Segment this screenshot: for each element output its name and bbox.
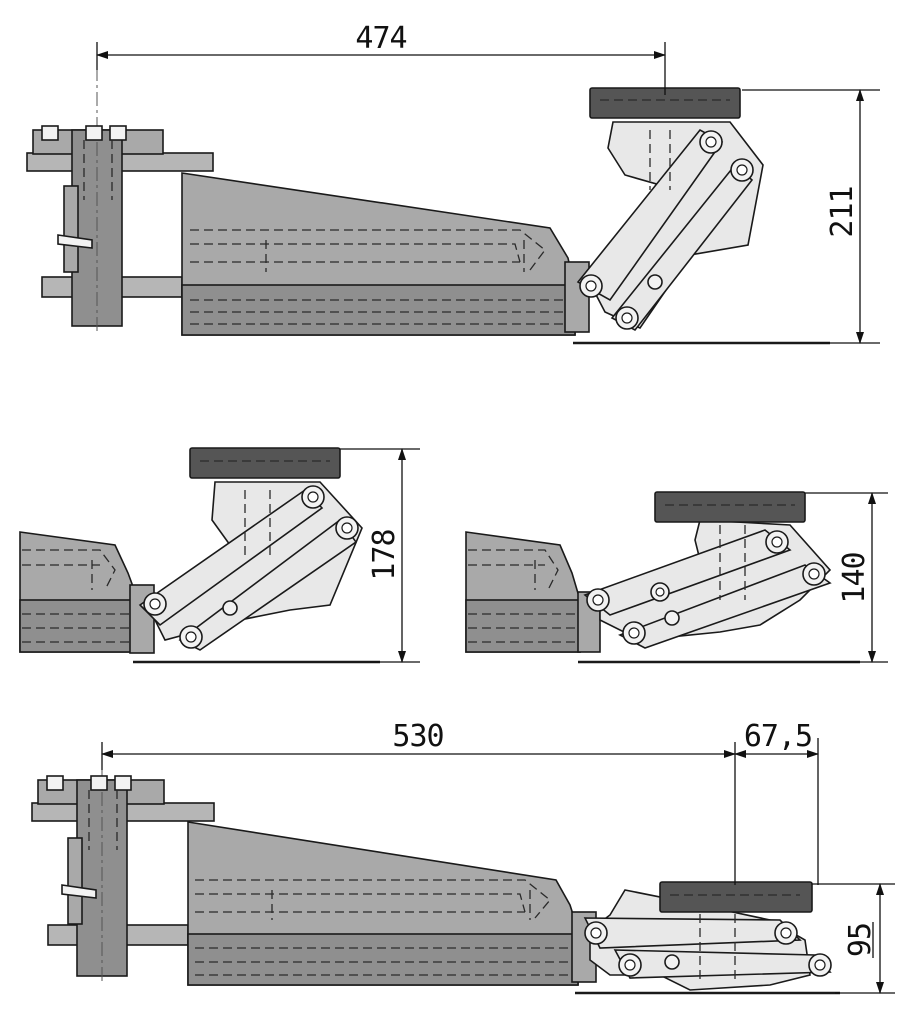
linkage-arm bbox=[583, 889, 832, 991]
main-body bbox=[19, 531, 155, 654]
dimension-label: 474 bbox=[355, 21, 406, 56]
view-bottom: 530 67,5 95 bbox=[31, 719, 895, 995]
foot-pad bbox=[659, 881, 813, 913]
mounting-frame bbox=[31, 742, 215, 985]
dimension-label: 530 bbox=[392, 719, 443, 754]
dimension-530: 530 bbox=[101, 719, 736, 885]
view-mid-left: 178 bbox=[19, 447, 420, 664]
main-body bbox=[187, 821, 597, 986]
main-body bbox=[181, 172, 590, 336]
dimension-211: 211 bbox=[742, 89, 880, 344]
linkage-arm bbox=[138, 481, 363, 651]
dimension-label: 67,5 bbox=[744, 719, 812, 754]
main-body bbox=[465, 531, 601, 653]
foot-pad bbox=[654, 491, 806, 523]
view-top: 474 211 bbox=[26, 21, 880, 345]
dimension-label: 211 bbox=[825, 186, 860, 237]
dimension-178: 178 bbox=[340, 448, 420, 663]
dimension-95: 95 bbox=[812, 883, 895, 994]
dimension-label: 140 bbox=[837, 552, 872, 603]
linkage-arm bbox=[583, 519, 832, 649]
dimension-474: 474 bbox=[96, 21, 666, 95]
dimension-label: 178 bbox=[367, 529, 402, 580]
dimension-label: 95 bbox=[843, 923, 878, 957]
foot-pad bbox=[189, 447, 341, 479]
mounting-frame bbox=[26, 42, 214, 335]
linkage-arm bbox=[576, 121, 764, 332]
view-mid-right: 140 bbox=[465, 491, 888, 664]
dimension-67-5: 67,5 bbox=[734, 719, 819, 885]
dimension-140: 140 bbox=[805, 492, 888, 663]
